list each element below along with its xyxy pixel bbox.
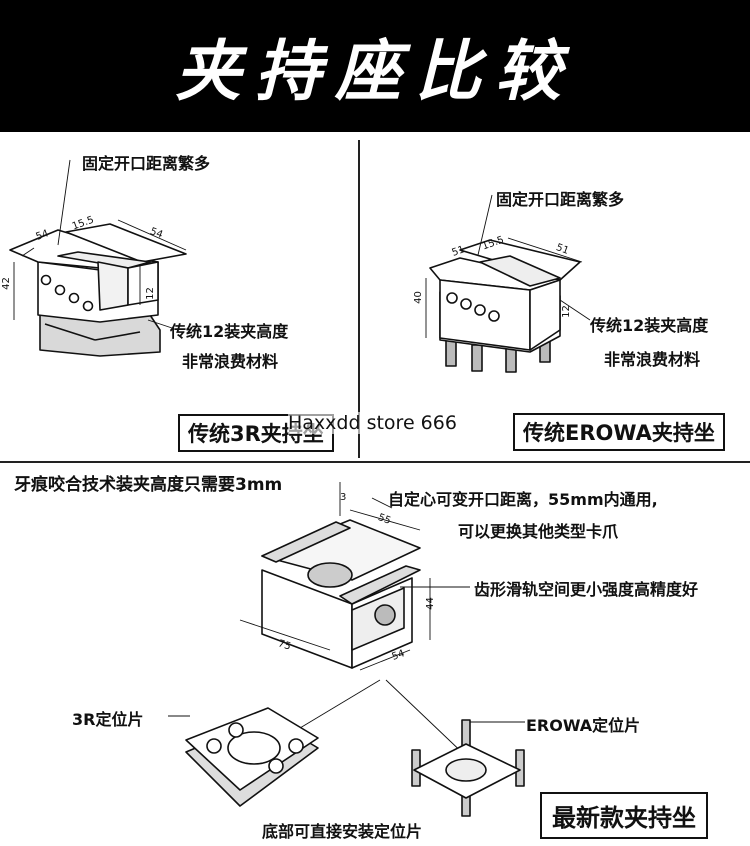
- left-dimension-lines: [13, 159, 187, 329]
- callout-leaders: [168, 586, 525, 723]
- title-banner: 夹持座比较: [0, 0, 750, 132]
- right-erowa-holder-drawing: [429, 239, 581, 373]
- label-newest-holder: 最新款夹持坐: [540, 792, 708, 839]
- 3r-locating-plate-drawing: [185, 707, 319, 807]
- right-panel-label: 传统EROWA夹持坐: [513, 413, 725, 451]
- right-callout-waste: 非常浪费材料: [604, 350, 701, 369]
- note-replace-jaws: 可以更换其他类型卡爪: [458, 522, 619, 541]
- erowa-locating-plate-drawing: [411, 719, 525, 817]
- label-bottom-mount: 底部可直接安装定位片: [262, 822, 423, 841]
- note-self-centering: 自定心可变开口距离，55mm内通用,: [388, 490, 658, 509]
- label-erowa-plate: EROWA定位片: [526, 716, 641, 735]
- left-callout-height: 传统12装夹高度: [170, 322, 289, 341]
- right-dimension-lines: [425, 194, 591, 338]
- left-callout-waste: 非常浪费材料: [182, 352, 279, 371]
- left-3r-holder-drawing: [9, 223, 187, 357]
- right-callout-opening: 固定开口距离繁多: [496, 190, 625, 209]
- newest-holder-drawing: [261, 519, 421, 669]
- bottom-dim-44: 44: [424, 597, 436, 610]
- left-callout-opening: 固定开口距离繁多: [82, 154, 211, 173]
- note-toothed-rail: 齿形滑轨空间更小强度高精度好: [474, 580, 699, 599]
- store-watermark: Haxxdd store 666: [288, 412, 457, 434]
- left-dim-12: 12: [144, 287, 156, 300]
- horizontal-divider: [0, 461, 750, 463]
- vertical-divider: [358, 140, 360, 458]
- bottom-dim-3: 3: [340, 492, 347, 503]
- right-dim-40: 40: [412, 291, 424, 304]
- right-dim-12: 12: [560, 305, 572, 318]
- banner-title: 夹持座比较: [175, 32, 575, 110]
- note-clamping-height: 牙痕咬合技术装夹高度只需要3mm: [14, 475, 283, 495]
- left-dim-42: 42: [0, 277, 12, 290]
- label-3r-plate: 3R定位片: [72, 710, 144, 729]
- right-callout-height: 传统12装夹高度: [590, 316, 709, 335]
